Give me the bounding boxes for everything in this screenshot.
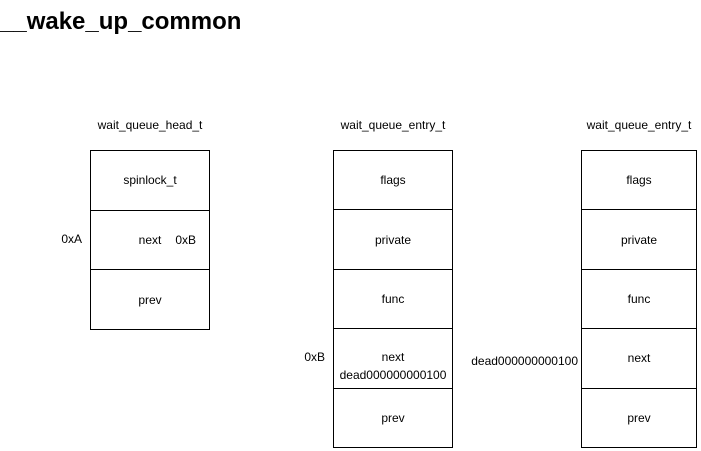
page-title: __wake_up_common [0,8,242,35]
struct-box-wait-queue-head: spinlock_t next 0xB prev [90,150,210,330]
address-label-head: 0xA [61,232,82,246]
cell-entry1-private: private [334,210,452,270]
cell-entry2-prev: prev [582,389,696,447]
cell-entry2-next: next [582,329,696,389]
next-pointer-value: dead000000000100 [339,368,447,383]
cell-label: private [374,232,412,247]
cell-label: prev [627,410,651,425]
cell-label: func [381,292,405,307]
cell-label: next [138,233,162,247]
cell-entry2-func: func [582,270,696,330]
cell-entry1-next: next dead000000000100 [334,329,452,389]
cell-label: flags [380,173,406,188]
address-label-entry-2: dead000000000100 [471,354,578,368]
cell-label: prev [381,410,405,425]
cell-entry2-flags: flags [582,151,696,211]
cell-label: flags [626,173,652,188]
struct-caption-wait-queue-entry-2: wait_queue_entry_t [586,118,692,132]
struct-box-wait-queue-entry-1: flags private func next dead000000000100… [333,150,453,448]
next-field-with-value: next dead000000000100 [340,348,447,384]
cell-label: prev [138,292,162,307]
cell-label: private [620,232,658,247]
cell-head-prev: prev [91,270,209,329]
struct-caption-wait-queue-head: wait_queue_head_t [97,118,203,132]
cell-head-next: next 0xB [91,211,209,271]
cell-entry1-func: func [334,270,452,330]
next-pointer-target-label: 0xB [175,233,196,247]
cell-label: spinlock_t [123,173,177,188]
cell-entry1-prev: prev [334,389,452,447]
cell-label: next [381,350,405,365]
cell-spinlock-t: spinlock_t [91,151,209,211]
struct-caption-wait-queue-entry-1: wait_queue_entry_t [340,118,446,132]
cell-label: func [627,292,651,307]
cell-label: next [627,351,651,366]
cell-entry2-private: private [582,210,696,270]
struct-box-wait-queue-entry-2: flags private func next prev [581,150,697,448]
address-label-entry-1: 0xB [304,350,325,364]
cell-entry1-flags: flags [334,151,452,211]
